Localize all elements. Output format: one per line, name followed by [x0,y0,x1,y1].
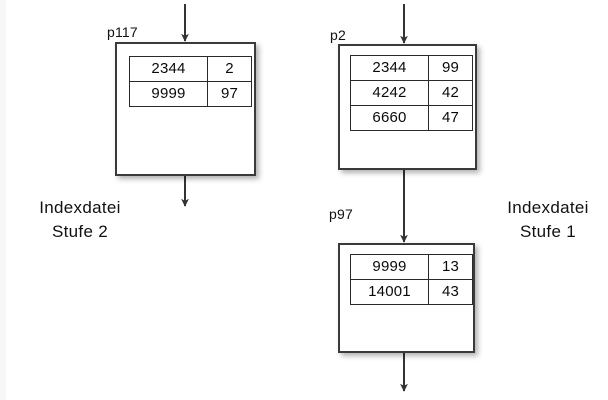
table-row: 9999 97 [129,81,252,107]
entry-pointer: 43 [428,279,473,305]
entry-key: 14001 [350,279,429,305]
caption-left-level2: Indexdatei Stufe 2 [10,196,150,244]
page-box-p2[interactable]: 2344 99 4242 42 6660 47 [338,44,477,170]
entry-pointer: 47 [428,105,473,131]
table-row: 6660 47 [350,105,473,131]
caption-right-line2: Stufe 1 [520,222,576,241]
entry-key: 2344 [129,56,208,82]
caption-left-line1: Indexdatei [39,198,121,217]
table-row: 2344 99 [350,55,473,81]
entry-table-p97: 9999 13 14001 43 [350,254,473,305]
entry-key: 4242 [350,80,429,106]
entry-pointer: 42 [428,80,473,106]
entry-table-p117: 2344 2 9999 97 [129,56,252,107]
left-edge-strip [0,0,6,400]
table-row: 14001 43 [350,279,473,305]
entry-pointer: 2 [207,56,252,82]
page-label-p97: p97 [329,206,353,222]
caption-right-level1: Indexdatei Stufe 1 [488,196,608,244]
page-label-p117: p117 [107,24,138,40]
entry-key: 2344 [350,55,429,81]
table-row: 9999 13 [350,254,473,280]
entry-pointer: 13 [428,254,473,280]
page-box-p117[interactable]: 2344 2 9999 97 [115,42,256,176]
entry-key: 6660 [350,105,429,131]
entry-key: 9999 [350,254,429,280]
page-label-p2: p2 [330,27,346,43]
entry-key: 9999 [129,81,208,107]
table-row: 4242 42 [350,80,473,106]
entry-table-p2: 2344 99 4242 42 6660 47 [350,55,473,131]
entry-pointer: 99 [428,55,473,81]
page-box-p97[interactable]: 9999 13 14001 43 [338,243,475,353]
entry-pointer: 97 [207,81,252,107]
caption-left-line2: Stufe 2 [52,222,108,241]
table-row: 2344 2 [129,56,252,82]
caption-right-line1: Indexdatei [507,198,589,217]
